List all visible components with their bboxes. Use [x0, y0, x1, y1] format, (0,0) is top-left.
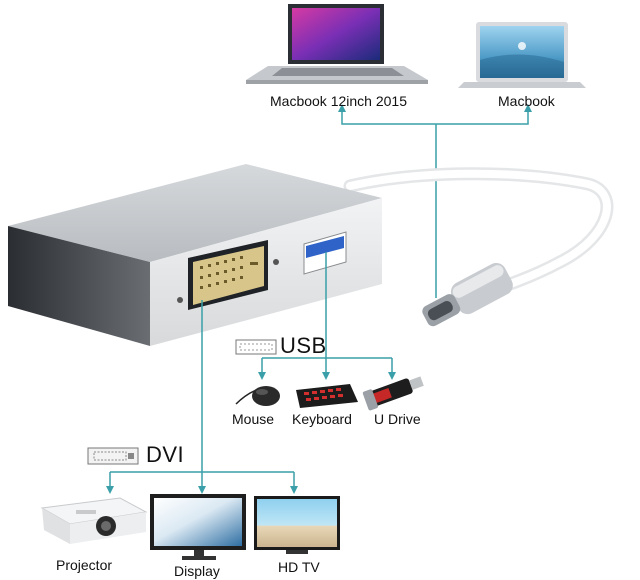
usb-c-cable: [343, 167, 614, 301]
dvi-symbol-icon: [87, 447, 139, 465]
keyboard-icon: [296, 384, 358, 408]
dvi-connector-lines: [109, 300, 295, 488]
hd-tv-icon: [254, 496, 340, 554]
usb-a-port-icon: [303, 231, 347, 275]
laptop-12inch-icon: [246, 4, 428, 84]
usb-connector-lines: [261, 252, 393, 374]
projector-icon: [40, 497, 148, 544]
laptop-macbook-icon: [458, 22, 586, 88]
dvi-device-label-projector: Projector: [56, 557, 113, 573]
dvi-port-icon: [177, 240, 279, 310]
usb-device-label-mouse: Mouse: [232, 411, 275, 427]
host-label-macbook-12inch: Macbook 12inch 2015: [270, 93, 407, 109]
usb-device-label-u-drive: U Drive: [374, 411, 421, 427]
dvi-device-label-hd-tv: HD TV: [278, 559, 320, 575]
usb-symbol-icon: [235, 339, 277, 355]
usb-drive-icon: [362, 376, 424, 411]
host-label-macbook: Macbook: [498, 93, 555, 109]
host-connector-lines: [341, 110, 529, 298]
usb-group-label: USB: [280, 333, 327, 358]
usb-c-plug: [422, 262, 513, 327]
dvi-device-label-display: Display: [174, 563, 220, 579]
mouse-icon: [235, 386, 280, 406]
usb-c-hub: [8, 164, 382, 346]
dvi-group-label: DVI: [146, 442, 185, 467]
usb-device-label-keyboard: Keyboard: [292, 411, 352, 427]
display-icon: [150, 494, 246, 560]
